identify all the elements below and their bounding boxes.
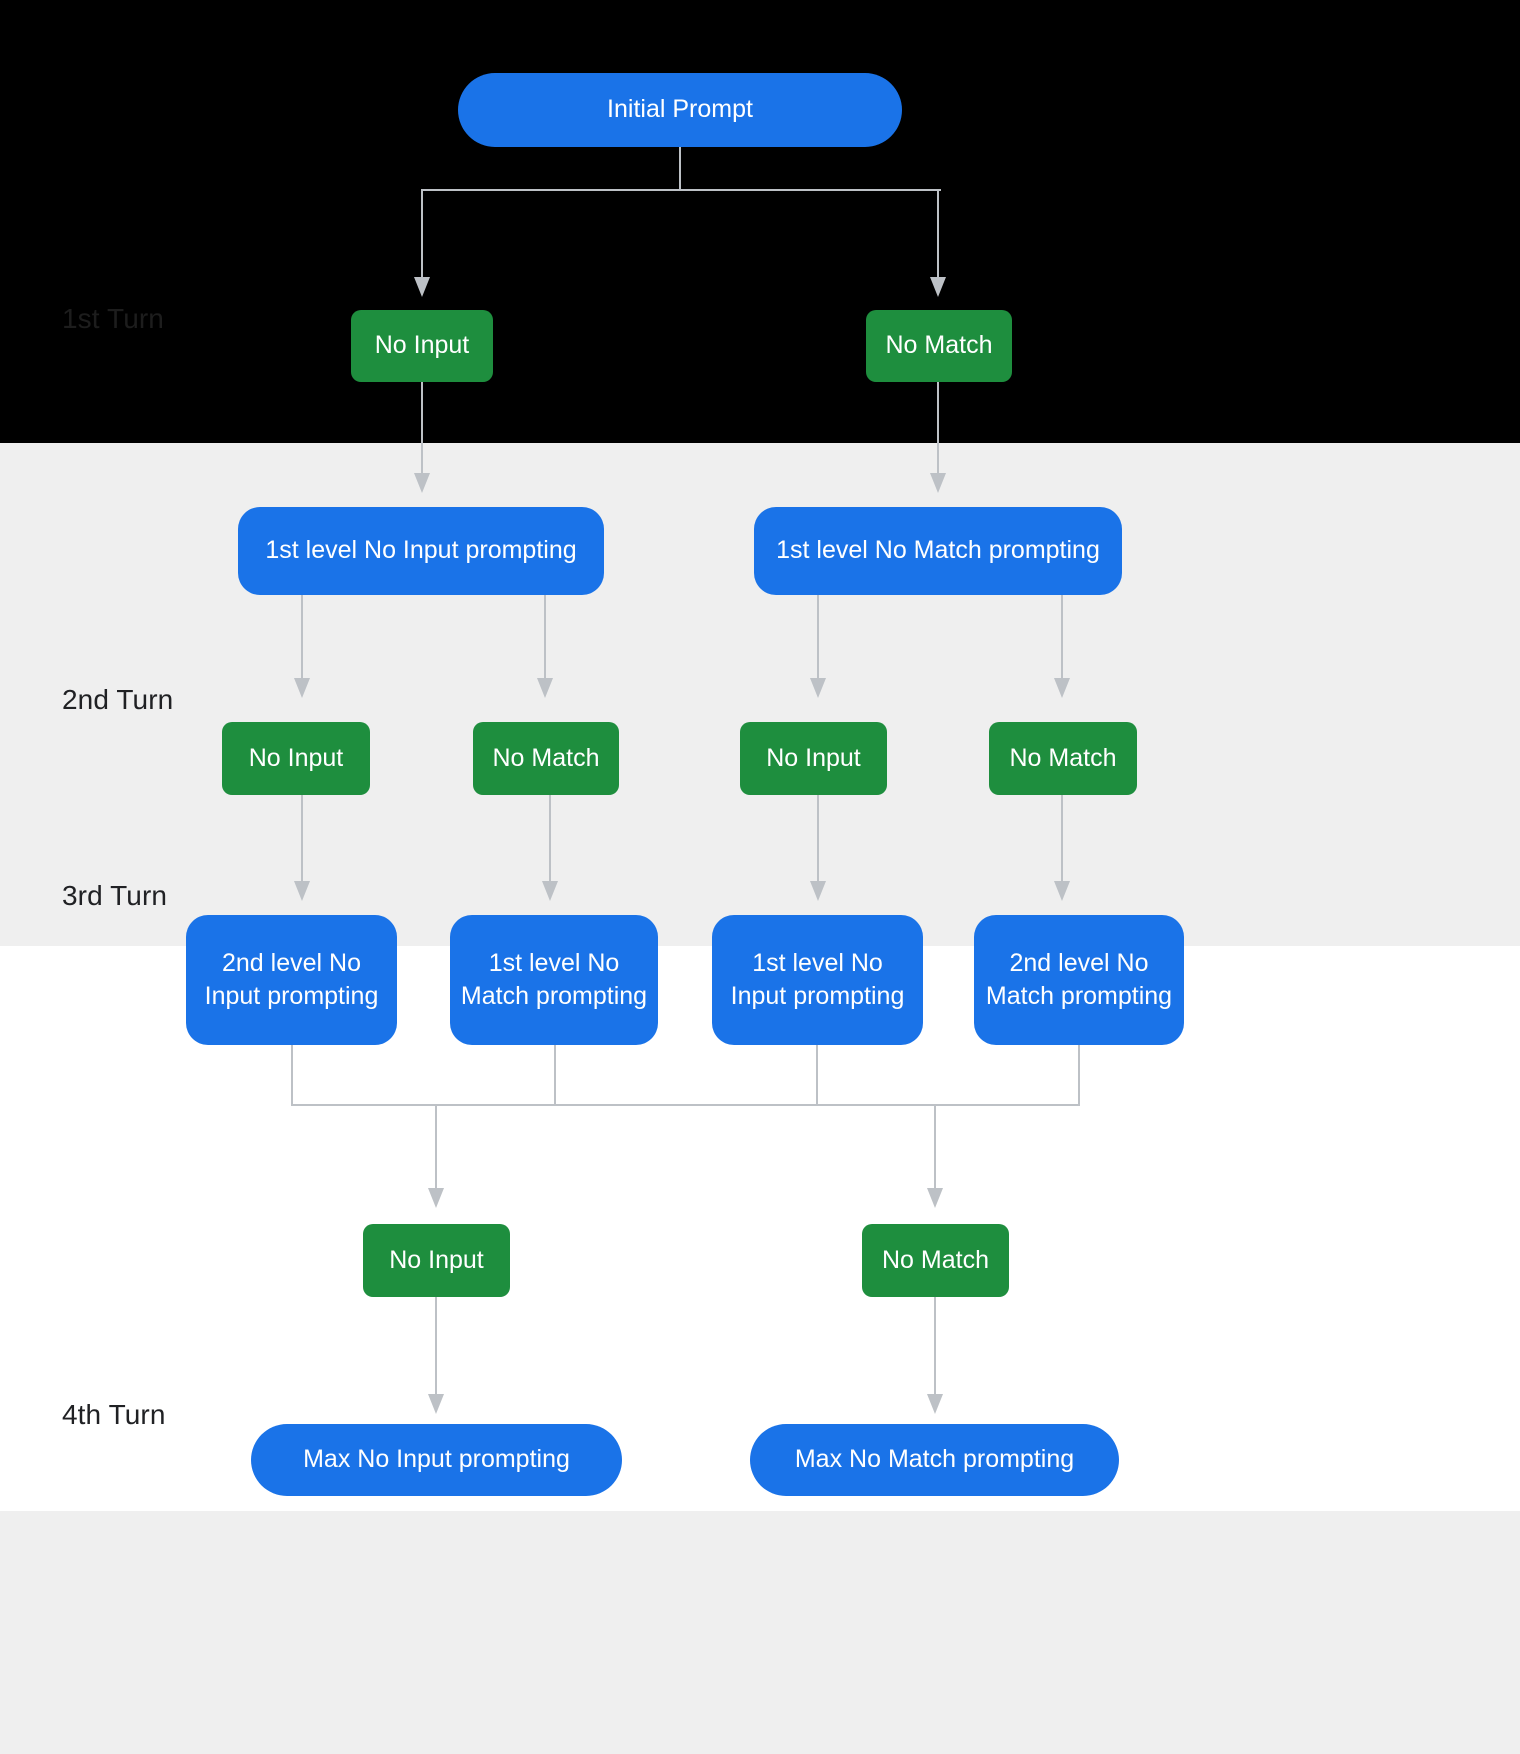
node-t2-no-input-b[interactable]: No Input xyxy=(740,722,887,795)
arrowhead-t2-no-match-b xyxy=(1054,678,1070,698)
node-t3-1st-level-no-input-prompting[interactable]: 1st level No Input prompting xyxy=(712,915,923,1045)
node-initial-prompt[interactable]: Initial Prompt xyxy=(458,73,902,147)
turn-band-4 xyxy=(0,1511,1520,1754)
arrowhead-t3-1st-nomatch xyxy=(542,881,558,901)
node-t1-no-match[interactable]: No Match xyxy=(866,310,1012,382)
node-t3-2nd-level-no-match-prompting[interactable]: 2nd level No Match prompting xyxy=(974,915,1184,1045)
connector-t3c-drop xyxy=(816,1043,818,1105)
turn-band-1 xyxy=(0,0,1520,443)
node-t3-no-input[interactable]: No Input xyxy=(363,1224,510,1297)
arrowhead-initial-to-noinput xyxy=(414,277,430,297)
arrowhead-t3-no-match xyxy=(927,1188,943,1208)
node-t2-no-match-b[interactable]: No Match xyxy=(989,722,1137,795)
connector-t2-noinputb-down xyxy=(817,793,819,883)
arrowhead-t4-max-noinput xyxy=(428,1394,444,1414)
turn-label-4th: 4th Turn xyxy=(62,1399,166,1430)
connector-merge-to-noinput xyxy=(435,1104,437,1190)
arrowhead-t2-no-match-a xyxy=(537,678,553,698)
node-t3-1st-level-no-match-prompting[interactable]: 1st level No Match prompting xyxy=(450,915,658,1045)
arrowhead-t2-no-input-b xyxy=(810,678,826,698)
connector-merge-to-nomatch xyxy=(934,1104,936,1190)
connector-initial-stem xyxy=(679,145,681,190)
connector-t2p-nomatch-left xyxy=(817,592,819,680)
node-t2-1st-level-no-input-prompting[interactable]: 1st level No Input prompting xyxy=(238,507,604,595)
arrowhead-t3-1st-noinput xyxy=(810,881,826,901)
connector-t3a-drop xyxy=(291,1043,293,1105)
arrowhead-t1-nomatch-down xyxy=(930,473,946,493)
node-t4-max-no-input-prompting[interactable]: Max No Input prompting xyxy=(251,1424,622,1496)
turn-label-2nd: 2nd Turn xyxy=(62,684,174,715)
connector-t3d-drop xyxy=(1078,1043,1080,1105)
connector-initial-to-nomatch xyxy=(937,189,939,279)
node-t1-no-input[interactable]: No Input xyxy=(351,310,493,382)
connector-initial-to-noinput xyxy=(421,189,423,279)
node-t2-no-match-a[interactable]: No Match xyxy=(473,722,619,795)
node-t2-1st-level-no-match-prompting[interactable]: 1st level No Match prompting xyxy=(754,507,1122,595)
connector-t3-nomatch-down xyxy=(934,1296,936,1396)
turn-label-1st: 1st Turn xyxy=(62,303,164,334)
node-t4-max-no-match-prompting[interactable]: Max No Match prompting xyxy=(750,1424,1119,1496)
connector-t1-noinput-down xyxy=(421,382,423,475)
node-t2-no-input-a[interactable]: No Input xyxy=(222,722,370,795)
node-t3-2nd-level-no-input-prompting[interactable]: 2nd level No Input prompting xyxy=(186,915,397,1045)
arrowhead-initial-to-nomatch xyxy=(930,277,946,297)
connector-t2p-noinput-right xyxy=(544,592,546,680)
arrowhead-t4-max-nomatch xyxy=(927,1394,943,1414)
arrowhead-t2-no-input-a xyxy=(294,678,310,698)
node-t3-no-match[interactable]: No Match xyxy=(862,1224,1009,1297)
connector-t3-noinput-down xyxy=(435,1296,437,1396)
connector-t2-nomatcha-down xyxy=(549,793,551,883)
connector-t1-nomatch-down xyxy=(937,382,939,475)
arrowhead-t3-no-input xyxy=(428,1188,444,1208)
connector-initial-bus xyxy=(422,189,941,191)
connector-t2-nomatchb-down xyxy=(1061,793,1063,883)
connector-t2p-noinput-left xyxy=(301,592,303,680)
arrowhead-t3-2nd-noinput xyxy=(294,881,310,901)
arrowhead-t3-2nd-nomatch xyxy=(1054,881,1070,901)
connector-t3b-drop xyxy=(554,1043,556,1105)
connector-t2p-nomatch-right xyxy=(1061,592,1063,680)
connector-t3-merge-bus xyxy=(291,1104,1080,1106)
connector-t2-noinputa-down xyxy=(301,793,303,883)
turn-label-3rd: 3rd Turn xyxy=(62,880,168,911)
arrowhead-t1-noinput-down xyxy=(414,473,430,493)
